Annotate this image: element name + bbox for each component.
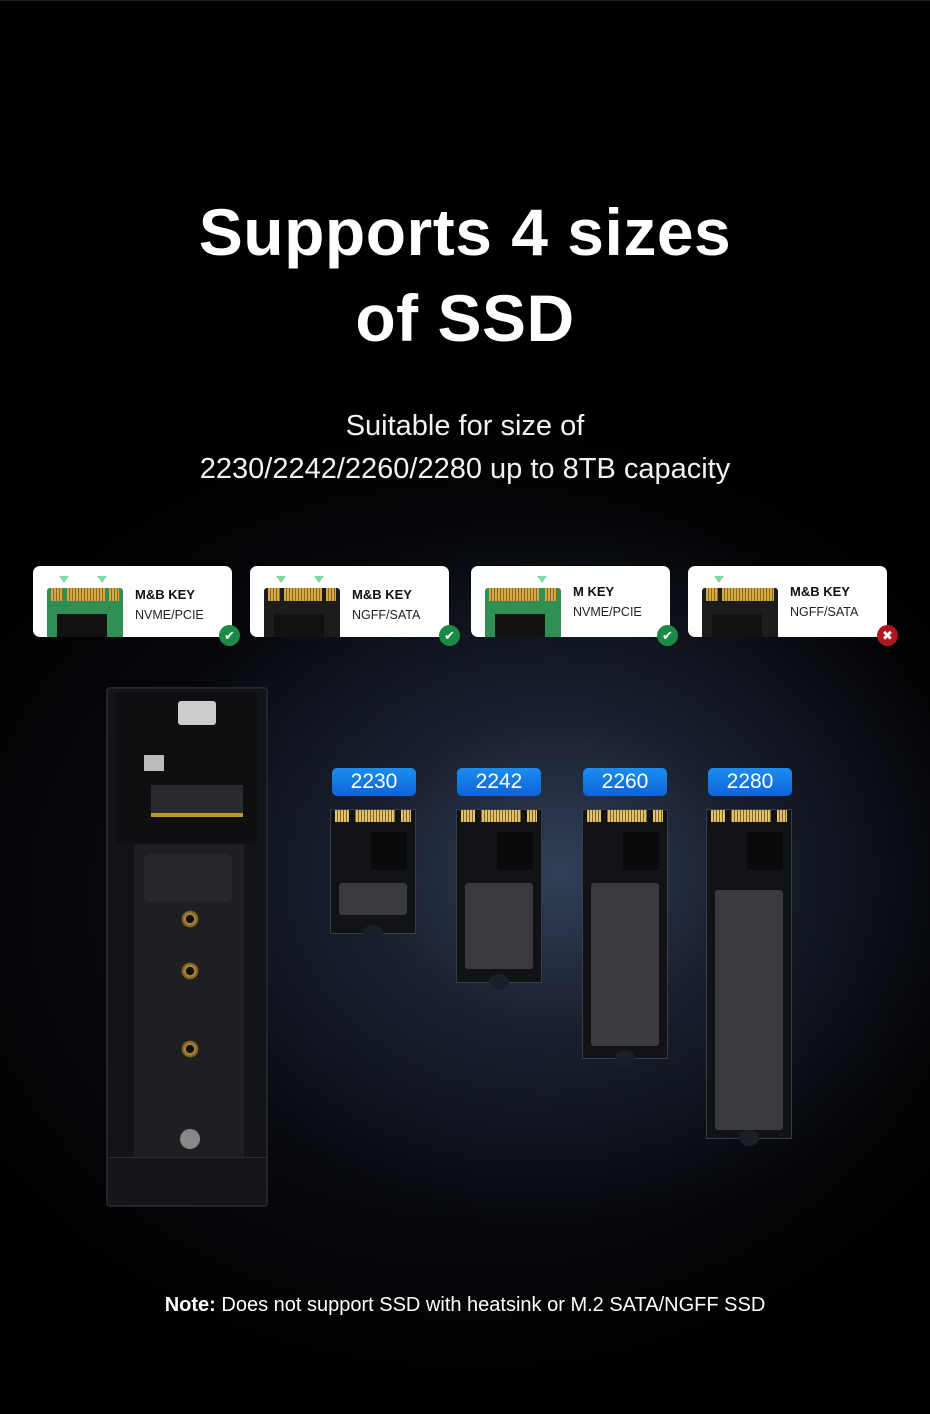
ssd-connector-image [264,588,340,637]
key-card-mb-sata: M&B KEY NGFF/SATA [250,566,449,637]
key-notch-icon [97,576,107,583]
key-type: M&B KEY [790,584,850,599]
subtitle: Suitable for size of 2230/2242/2260/2280… [0,405,930,491]
ssd-2242-image [456,809,542,990]
standoff-2260 [181,1040,199,1058]
ssd-2230-image [330,809,416,941]
ssd-enclosure-image [106,687,268,1207]
m2-slot [151,785,243,817]
check-icon: ✔ [657,625,678,646]
ssd-connector-image [485,588,561,637]
key-notch-icon [537,576,547,583]
usb-c-port [178,701,216,725]
size-tag-2260: 2260 [583,768,667,796]
key-card-mb-nvme: M&B KEY NVME/PCIE [33,566,232,637]
key-card-mb-sata-unsupported: M&B KEY NGFF/SATA [688,566,887,637]
enclosure-circuit-board [116,693,258,843]
key-notch-icon [314,576,324,583]
size-tag-2280: 2280 [708,768,792,796]
title-line-2: of SSD [355,281,575,355]
check-icon: ✔ [439,625,460,646]
note-label: Note: [164,1294,216,1316]
key-notch-icon [59,576,69,583]
cross-icon: ✖ [877,625,898,646]
thermal-pad [144,854,232,902]
title-line-1: Supports 4 sizes [198,195,732,269]
protocol: NGFF/SATA [790,605,859,619]
key-notch-icon [276,576,286,583]
size-tag-2230: 2230 [332,768,416,796]
protocol: NVME/PCIE [135,608,204,622]
key-card-m-nvme: M KEY NVME/PCIE [471,566,670,637]
ssd-tray [134,844,244,1159]
page-title: Supports 4 sizes of SSD [0,189,930,361]
subtitle-line-1: Suitable for size of [345,410,585,442]
screw-icon [180,1129,200,1149]
ssd-2280-image [706,809,792,1146]
controller-chip [144,755,164,771]
subtitle-line-2: 2230/2242/2260/2280 up to 8TB capacity [199,453,731,485]
enclosure-base [108,1157,266,1205]
size-tag-2242: 2242 [457,768,541,796]
key-type: M&B KEY [135,587,195,602]
key-type: M&B KEY [352,587,412,602]
key-type: M KEY [573,584,615,599]
standoff-2230 [181,910,199,928]
key-notch-icon [714,576,724,583]
protocol: NVME/PCIE [573,605,642,619]
ssd-connector-image [47,588,123,637]
ssd-connector-image [702,588,778,637]
note-text: Does not support SSD with heatsink or M.… [215,1294,766,1316]
note: Note: Does not support SSD with heatsink… [0,1294,930,1317]
ssd-2260-image [582,809,668,1066]
protocol: NGFF/SATA [352,608,421,622]
standoff-2242 [181,962,199,980]
check-icon: ✔ [219,625,240,646]
